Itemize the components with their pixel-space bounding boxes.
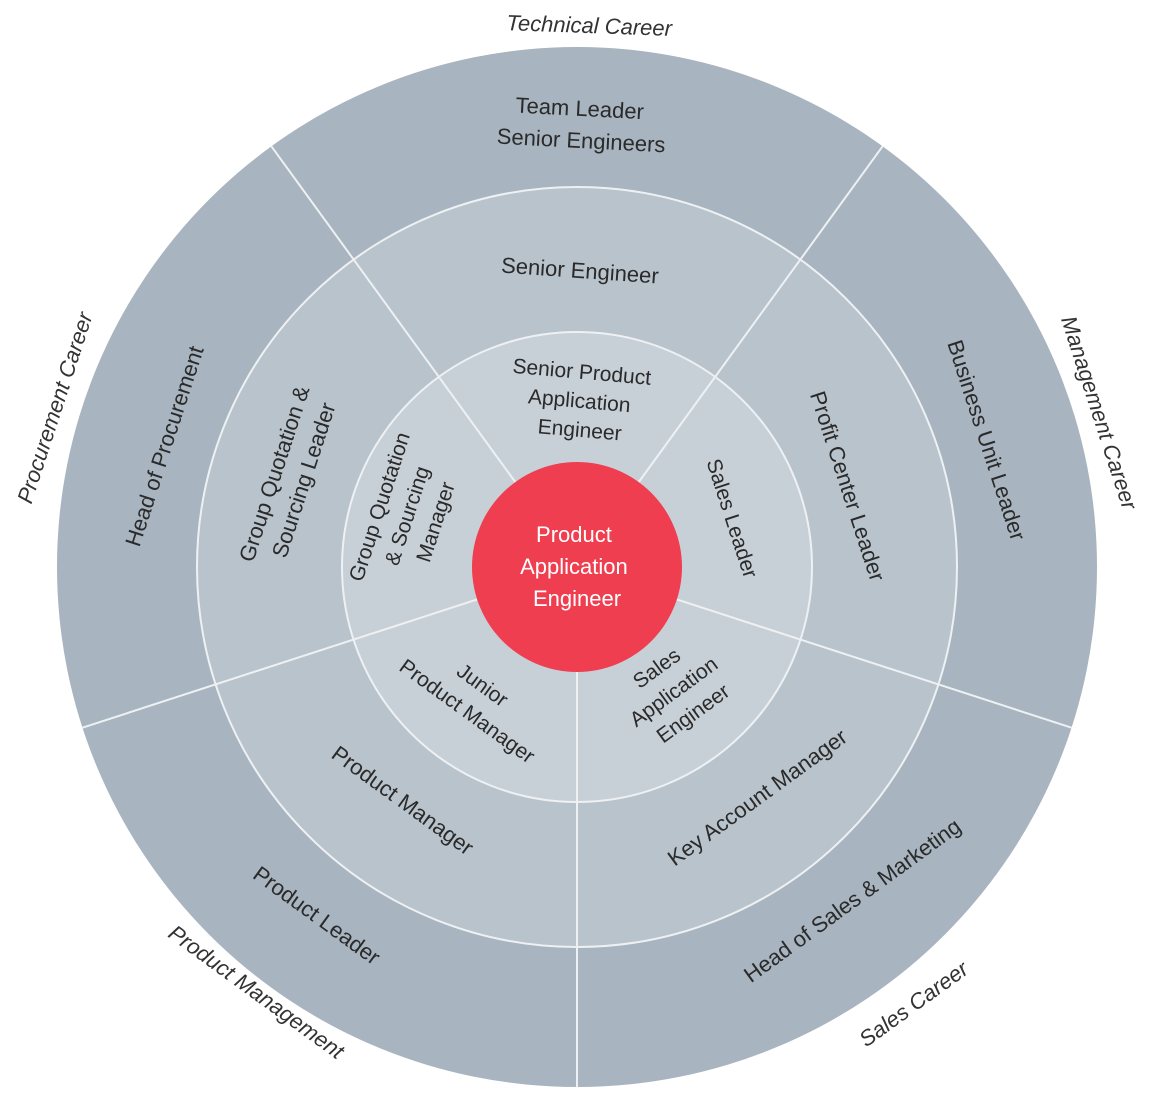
sector-dividers xyxy=(82,145,1072,1087)
sales-inner-label: Sales Application Engineer xyxy=(609,626,744,755)
career-label-technical: Technical Career xyxy=(506,10,674,41)
center-circle xyxy=(472,462,682,672)
sector-divider-line xyxy=(637,145,884,483)
center-label-line: Engineer xyxy=(533,586,621,611)
center-label: Product Application Engineer xyxy=(520,522,634,611)
center-label-line: Application xyxy=(520,554,628,579)
sector-divider-line xyxy=(676,598,1072,729)
sector-divider-line xyxy=(82,598,478,729)
center-label-line: Product xyxy=(536,522,612,547)
label-line: Technical Career xyxy=(506,10,674,41)
sector-divider-line xyxy=(270,145,517,483)
